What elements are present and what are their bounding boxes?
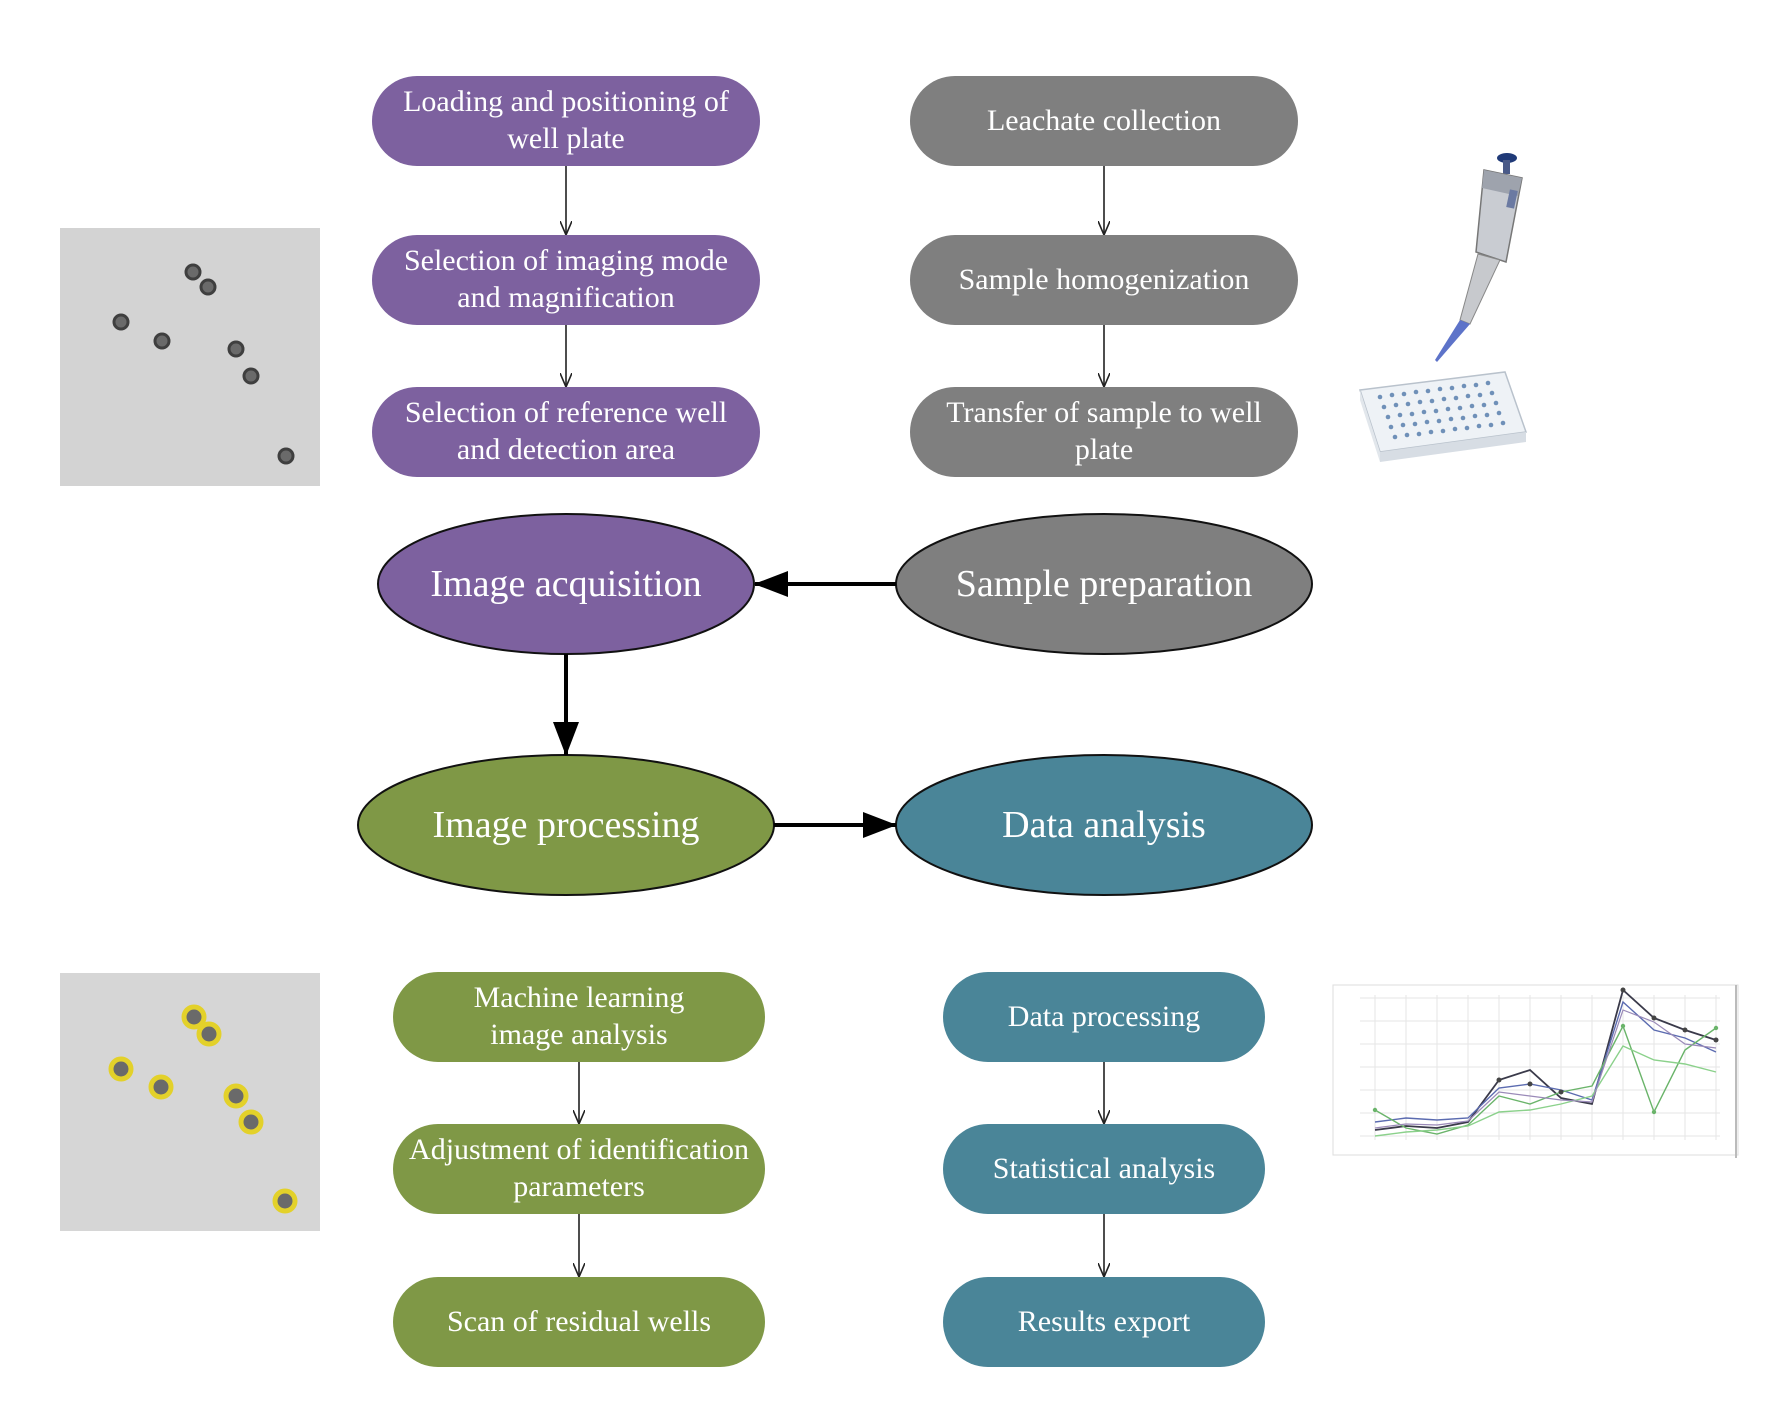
acq-step-2-shape xyxy=(372,235,760,325)
acq-step-3-shape xyxy=(372,387,760,477)
analysis-step-3-shape xyxy=(943,1277,1265,1367)
image-processing-node xyxy=(357,754,775,896)
microscopy-particles-raw-icon xyxy=(60,228,320,486)
proc-step-2-shape xyxy=(393,1124,765,1214)
prep-step-2-shape xyxy=(910,235,1298,325)
prep-step-1-shape xyxy=(910,76,1298,166)
data-analysis-node xyxy=(895,754,1313,896)
prep-step-3-shape xyxy=(910,387,1298,477)
line-chart-thumbnail-icon xyxy=(1332,984,1739,1158)
acq-step-1-shape xyxy=(372,76,760,166)
analysis-step-1-shape xyxy=(943,972,1265,1062)
proc-step-1-shape xyxy=(393,972,765,1062)
analysis-step-2-shape xyxy=(943,1124,1265,1214)
proc-step-3-shape xyxy=(393,1277,765,1367)
pipette-well-plate-icon xyxy=(1359,153,1528,462)
microscopy-particles-detected-icon xyxy=(60,973,320,1231)
sample-preparation-node xyxy=(895,513,1313,655)
image-acquisition-node xyxy=(377,513,755,655)
